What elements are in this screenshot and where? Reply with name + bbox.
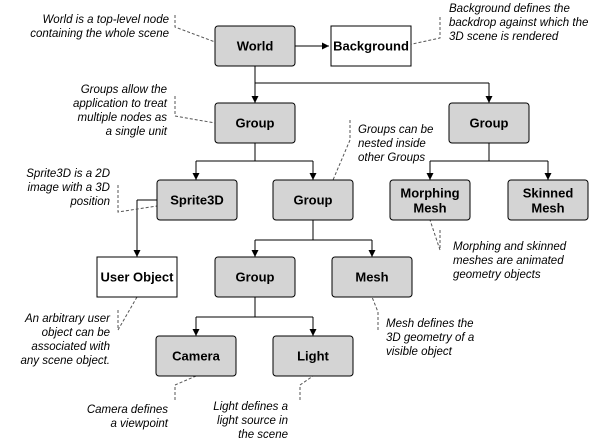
- node-group-a-label: Group: [236, 116, 275, 131]
- node-user-object[interactable]: User Object: [96, 256, 178, 298]
- annotation-morphing-skinned: Morphing and skinned meshes are animated…: [453, 241, 567, 281]
- annotation-sprite3d-line-2: image with a 3D: [28, 182, 110, 194]
- annotation-camera: Camera defines a viewpoint: [87, 404, 169, 430]
- leader-sprite3d: [117, 185, 158, 213]
- annotation-nested-groups: Groups can be nested inside other Groups: [358, 124, 433, 164]
- node-camera-label: Camera: [172, 349, 220, 364]
- node-light-label: Light: [297, 349, 329, 364]
- leader-light: [299, 375, 314, 400]
- node-skinned-mesh-label-2: Mesh: [531, 201, 564, 216]
- annotation-user-object-line-3: associated with: [31, 341, 110, 353]
- node-skinned-mesh-label-1: Skinned: [523, 186, 574, 201]
- annotation-nested-groups-line-3: other Groups: [358, 152, 425, 164]
- node-group-c[interactable]: Group: [272, 179, 354, 221]
- node-background[interactable]: Background: [330, 25, 412, 67]
- node-light[interactable]: Light: [272, 335, 354, 377]
- leader-camera: [174, 375, 197, 400]
- annotation-world: World is a top-level node containing the…: [30, 14, 169, 40]
- node-sprite3d-label: Sprite3D: [170, 193, 223, 208]
- annotation-world-line-2: containing the whole scene: [30, 28, 169, 40]
- annotation-morphing-skinned-line-2: meshes are animated: [453, 255, 564, 267]
- node-group-a[interactable]: Group: [214, 102, 296, 144]
- leader-user-object: [117, 296, 138, 332]
- annotation-morphing-skinned-line-3: geometry objects: [453, 269, 541, 281]
- annotation-background-line-1: Background defines the: [449, 3, 570, 15]
- annotation-groups-line-2: application to treat: [73, 98, 168, 110]
- node-mesh-label: Mesh: [355, 270, 388, 285]
- node-morphing-mesh-label-2: Mesh: [413, 201, 446, 216]
- node-sprite3d[interactable]: Sprite3D: [156, 179, 238, 221]
- node-user-object-label: User Object: [101, 270, 175, 285]
- leader-morphing-skinned: [429, 219, 441, 251]
- annotation-user-object-line-2: object can be: [42, 327, 110, 339]
- annotation-nested-groups-line-1: Groups can be: [358, 124, 433, 136]
- annotation-camera-line-1: Camera defines: [87, 404, 168, 416]
- annotation-sprite3d-line-1: Sprite3D is a 2D: [26, 168, 110, 180]
- leader-groups: [174, 96, 216, 124]
- annotation-world-line-1: World is a top-level node: [42, 14, 169, 26]
- annotation-groups-line-1: Groups allow the: [81, 84, 167, 96]
- node-world-label: World: [237, 39, 274, 54]
- node-background-label: Background: [333, 39, 409, 54]
- node-mesh[interactable]: Mesh: [331, 256, 413, 298]
- annotation-light-line-1: Light defines a: [213, 401, 288, 413]
- annotation-sprite3d-line-3: position: [69, 196, 110, 208]
- node-morphing-mesh[interactable]: Morphing Mesh: [389, 179, 471, 221]
- node-group-d-label: Group: [236, 270, 275, 285]
- annotation-mesh: Mesh defines the 3D geometry of a visibl…: [386, 318, 474, 358]
- node-morphing-mesh-label-1: Morphing: [400, 186, 459, 201]
- annotation-sprite3d: Sprite3D is a 2D image with a 3D positio…: [26, 168, 110, 208]
- annotation-nested-groups-line-2: nested inside: [358, 138, 426, 150]
- annotation-camera-line-2: a viewpoint: [110, 418, 168, 430]
- leader-world: [174, 15, 216, 43]
- node-group-b-label: Group: [470, 116, 509, 131]
- annotation-light-line-2: light source in: [217, 415, 288, 427]
- node-group-b[interactable]: Group: [448, 102, 530, 144]
- annotation-groups-line-3: multiple nodes as: [78, 112, 168, 124]
- annotation-mesh-line-1: Mesh defines the: [386, 318, 474, 330]
- tree-edges: [133, 42, 552, 336]
- annotation-groups-line-4: a single unit: [106, 126, 168, 138]
- annotation-mesh-line-2: 3D geometry of a: [386, 332, 474, 344]
- annotation-light: Light defines a light source in the scen…: [213, 401, 288, 441]
- annotation-leaders: [117, 15, 441, 400]
- annotation-mesh-line-3: visible object: [386, 346, 453, 358]
- leader-nested-groups: [332, 120, 351, 181]
- leader-mesh: [371, 296, 379, 330]
- annotation-background-line-3: 3D scene is rendered: [449, 31, 559, 43]
- annotation-groups: Groups allow the application to treat mu…: [73, 84, 168, 138]
- annotation-light-line-3: the scene: [238, 429, 288, 441]
- node-world[interactable]: World: [214, 25, 296, 67]
- node-group-c-label: Group: [294, 193, 333, 208]
- annotation-background-line-2: backdrop against which the: [449, 17, 588, 29]
- node-skinned-mesh[interactable]: Skinned Mesh: [507, 179, 589, 221]
- annotation-user-object-line-4: any scene object.: [20, 355, 110, 367]
- node-camera[interactable]: Camera: [155, 335, 237, 377]
- leader-background: [402, 17, 441, 47]
- annotation-user-object: An arbitrary user object can be associat…: [20, 313, 111, 367]
- annotation-user-object-line-1: An arbitrary user: [24, 313, 111, 325]
- node-group-d[interactable]: Group: [214, 256, 296, 298]
- annotation-morphing-skinned-line-1: Morphing and skinned: [453, 241, 567, 253]
- annotation-background: Background defines the backdrop against …: [449, 3, 588, 43]
